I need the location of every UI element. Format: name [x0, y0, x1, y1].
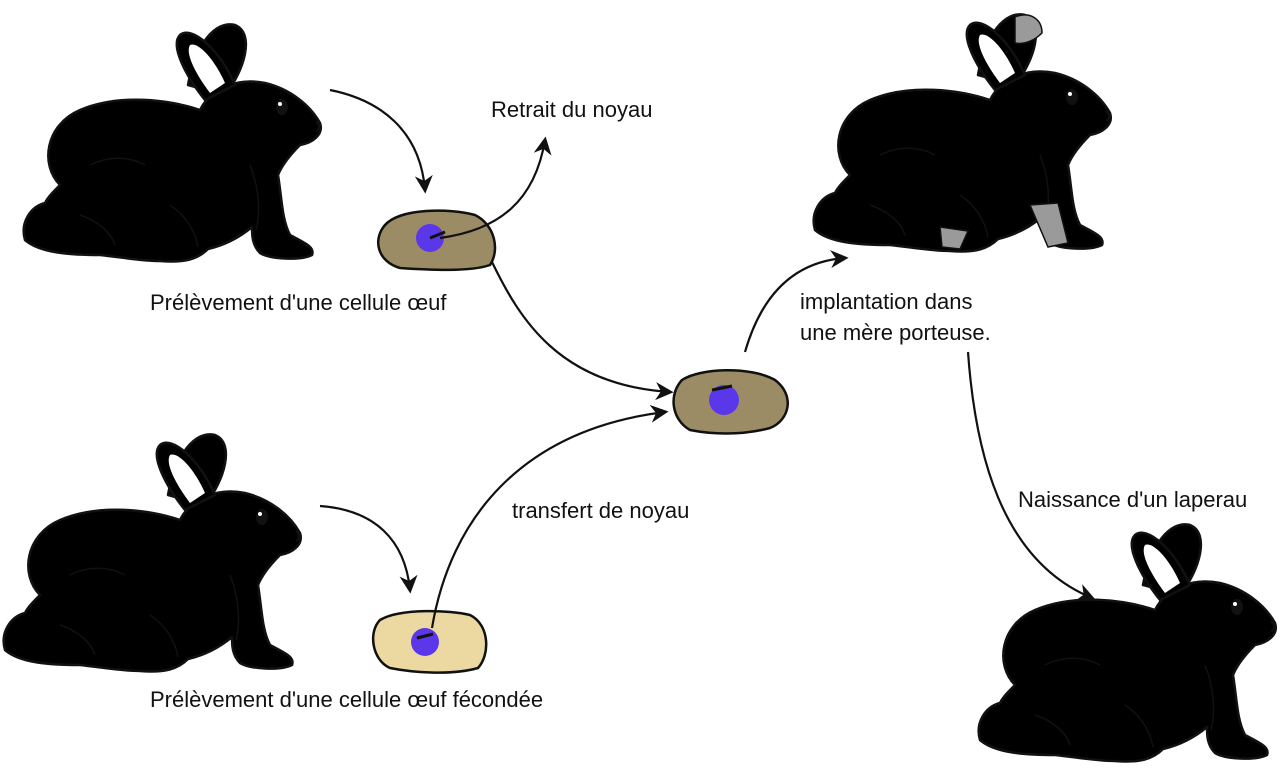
- label-implantation-line1: implantation dans: [800, 289, 973, 314]
- cell-icon: [372, 609, 488, 674]
- arrow-icon: [743, 250, 849, 353]
- cell-icon: [376, 209, 497, 272]
- arrow-icon: [430, 404, 669, 629]
- label-retrait-noyau: Retrait du noyau: [491, 97, 653, 122]
- nucleus-icon: [709, 385, 739, 415]
- arrow-icon: [319, 504, 418, 594]
- rabbit-icon: [2, 433, 303, 673]
- arrow-icon: [329, 88, 433, 194]
- label-naissance: Naissance d'un laperau: [1018, 487, 1248, 512]
- cell-icon: [672, 369, 789, 435]
- arrow-icon: [439, 136, 552, 240]
- label-implantation-line2: une mère porteuse.: [800, 320, 991, 345]
- label-prelevement-feconde: Prélèvement d'une cellule œuf fécondée: [150, 687, 544, 712]
- rabbit-icon: [22, 23, 323, 263]
- rabbit-icon: [977, 523, 1278, 763]
- label-transfert-noyau: transfert de noyau: [512, 498, 690, 523]
- nucleus-icon: [411, 628, 439, 656]
- arrow-icon: [491, 261, 674, 401]
- label-prelevement-oeuf: Prélèvement d'une cellule œuf: [150, 290, 447, 315]
- rabbit-icon: [812, 13, 1113, 253]
- arrow-icon: [966, 351, 1096, 601]
